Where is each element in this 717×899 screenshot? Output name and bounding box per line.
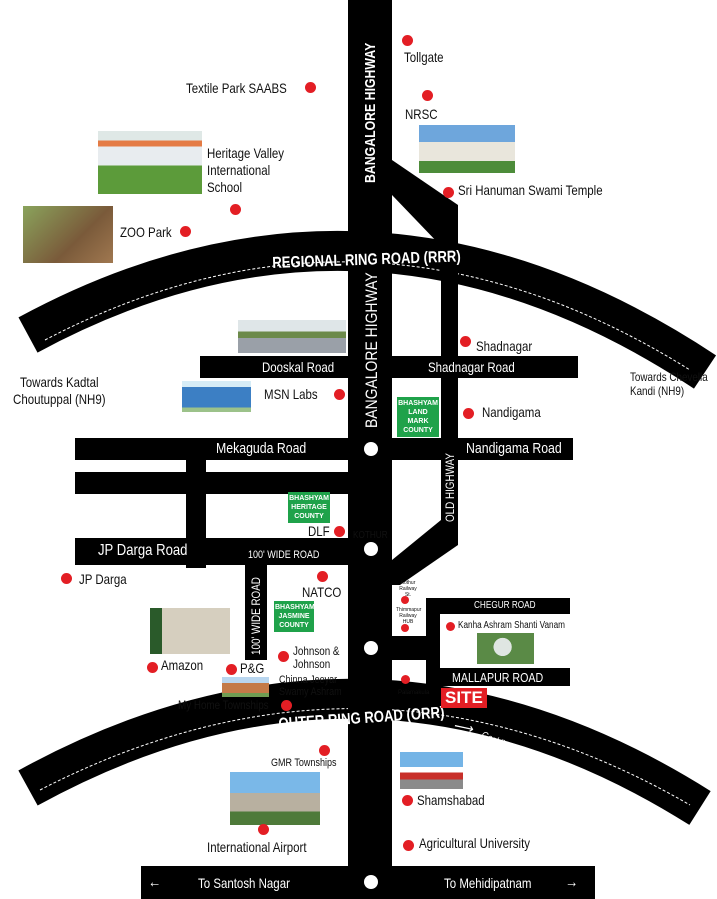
- amazon-dot: [147, 662, 158, 673]
- zoo-park-photo: [23, 206, 113, 263]
- junction-kothur: [364, 542, 378, 556]
- msn-labs-dot: [334, 389, 345, 400]
- msn-labs-label: MSN Labs: [264, 386, 318, 402]
- mallapur-road-label: MALLAPUR ROAD: [452, 670, 544, 685]
- pg-label: P&G: [240, 660, 265, 676]
- thimmapur-railway-label: Thimmapur Railway HUB: [396, 607, 422, 625]
- kothur-railway-dot: [401, 596, 409, 604]
- chevella-label: Towards Chevella Kandi (NH9): [630, 370, 708, 398]
- jp-darga-road-label: JP Darga Road: [98, 542, 188, 559]
- right-arrow-icon: →: [565, 874, 579, 891]
- gmr-label: GMR Townships: [271, 757, 337, 769]
- palamakula-dot: [401, 675, 410, 684]
- bhashyam-jasmine-badge: BHASHYAM JASMINE COUNTY: [274, 601, 315, 632]
- bangalore-highway: [348, 0, 392, 870]
- shamshabad-photo: [400, 752, 463, 789]
- kanha-label: Kanha Ashram Shanti Vanam: [458, 620, 565, 631]
- wide-road-vertical-label: 100' WIDE ROAD: [249, 577, 263, 655]
- shamshabad-dot: [402, 795, 413, 806]
- junction-mekaguda: [364, 442, 378, 456]
- site-badge: SITE: [441, 688, 487, 708]
- kanha-dot: [446, 622, 455, 631]
- jnj-label: Johnson & Johnson: [293, 644, 340, 671]
- shadnagar-dot: [460, 336, 471, 347]
- tollgate-dot: [402, 35, 413, 46]
- hanuman-temple-dot: [443, 187, 454, 198]
- chegur-road-label: CHEGUR ROAD: [474, 600, 536, 611]
- hanuman-temple-label: Sri Hanuman Swami Temple: [458, 182, 603, 198]
- wide-road-label: 100' WIDE ROAD: [248, 549, 320, 561]
- dooskal-shadnagar-road: [200, 356, 578, 378]
- my-home-dot: [281, 700, 292, 711]
- palamakula-label: Palamakula: [398, 690, 430, 696]
- wide-road-vertical: [245, 565, 267, 660]
- bangalore-highway-label-mid: BANGALORE HIGHWAY: [362, 272, 381, 428]
- kothur-railway-label: Kothur Railway St.: [399, 580, 417, 598]
- amazon-photo: [150, 608, 230, 654]
- dlf-dot: [334, 526, 345, 537]
- junction-chegur: [364, 641, 378, 655]
- highway-photo: [238, 320, 346, 353]
- nandigama-road-label: Nandigama Road: [466, 440, 562, 457]
- gmr-dot: [319, 745, 330, 756]
- natco-label: NATCO: [302, 584, 342, 600]
- santosh-nagar-label: To Santosh Nagar: [198, 875, 290, 891]
- nandigama-label: Nandigama: [482, 404, 541, 420]
- mekaguda-road-label: Mekaguda Road: [216, 440, 307, 457]
- my-home-photo: [222, 677, 269, 697]
- nrsc-label: NRSC: [405, 106, 438, 122]
- heritage-valley-label: Heritage Valley International School: [207, 145, 285, 195]
- shadnagar-road-label: Shadnagar Road: [428, 359, 515, 375]
- jnj-dot: [278, 651, 289, 662]
- agri-univ-dot: [403, 840, 414, 851]
- kadtal-label: Towards Kadtal Choutuppal (NH9): [13, 374, 106, 407]
- jp-darga-dot: [61, 573, 72, 584]
- mallapur-road: [426, 668, 570, 686]
- tollgate-label: Tollgate: [404, 49, 444, 65]
- pg-dot: [226, 664, 237, 675]
- junction-bottom: [364, 875, 378, 889]
- msn-labs-photo: [182, 381, 251, 412]
- kothur-label: KOTHUR: [353, 530, 388, 541]
- jp-darga-road: [75, 538, 350, 565]
- heritage-valley-dot: [230, 204, 241, 215]
- mehidipatnam-label: To Mehidipatnam: [444, 875, 532, 891]
- bangalore-highway-label-top: BANGALORE HIGHWAY: [362, 42, 379, 183]
- my-home-label: My Home Townships: [178, 698, 269, 712]
- airport-photo: [230, 772, 320, 825]
- chegur-road: [428, 598, 570, 614]
- agri-univ-label: Agricultural University: [419, 835, 531, 851]
- amazon-label: Amazon: [161, 657, 204, 673]
- dlf-label: DLF: [308, 523, 330, 539]
- bhashyam-landmark-badge: BHASHYAM LAND MARK COUNTY: [397, 397, 439, 437]
- airport-label: International Airport: [207, 839, 307, 855]
- shamshabad-label: Shamshabad: [417, 792, 485, 808]
- airport-dot: [258, 824, 269, 835]
- jp-darga-label: JP Darga: [79, 571, 127, 587]
- textile-park-label: Textile Park SAABS: [186, 80, 287, 96]
- kanha-photo: [477, 633, 534, 664]
- shadnagar-label: Shadnagar: [476, 338, 533, 354]
- left-arrow-icon: ←: [148, 874, 162, 891]
- heritage-valley-photo: [98, 131, 202, 194]
- old-highway-label: OLD HIGHWAY: [443, 453, 457, 522]
- dooskal-road-label: Dooskal Road: [262, 359, 335, 375]
- zoo-park-label: ZOO Park: [120, 224, 172, 240]
- nandigama-dot: [463, 408, 474, 419]
- textile-park-dot: [305, 82, 316, 93]
- bhashyam-heritage-badge: BHASHYAM HERITAGE COUNTY: [288, 492, 330, 523]
- nrsc-photo: [419, 125, 515, 173]
- thimmapur-railway-dot: [401, 624, 409, 632]
- zoo-park-dot: [180, 226, 191, 237]
- nrsc-dot: [422, 90, 433, 101]
- natco-dot: [317, 571, 328, 582]
- chinna-jeeyar-label: Chinna Jeeyar Swamy Ashram: [279, 674, 342, 698]
